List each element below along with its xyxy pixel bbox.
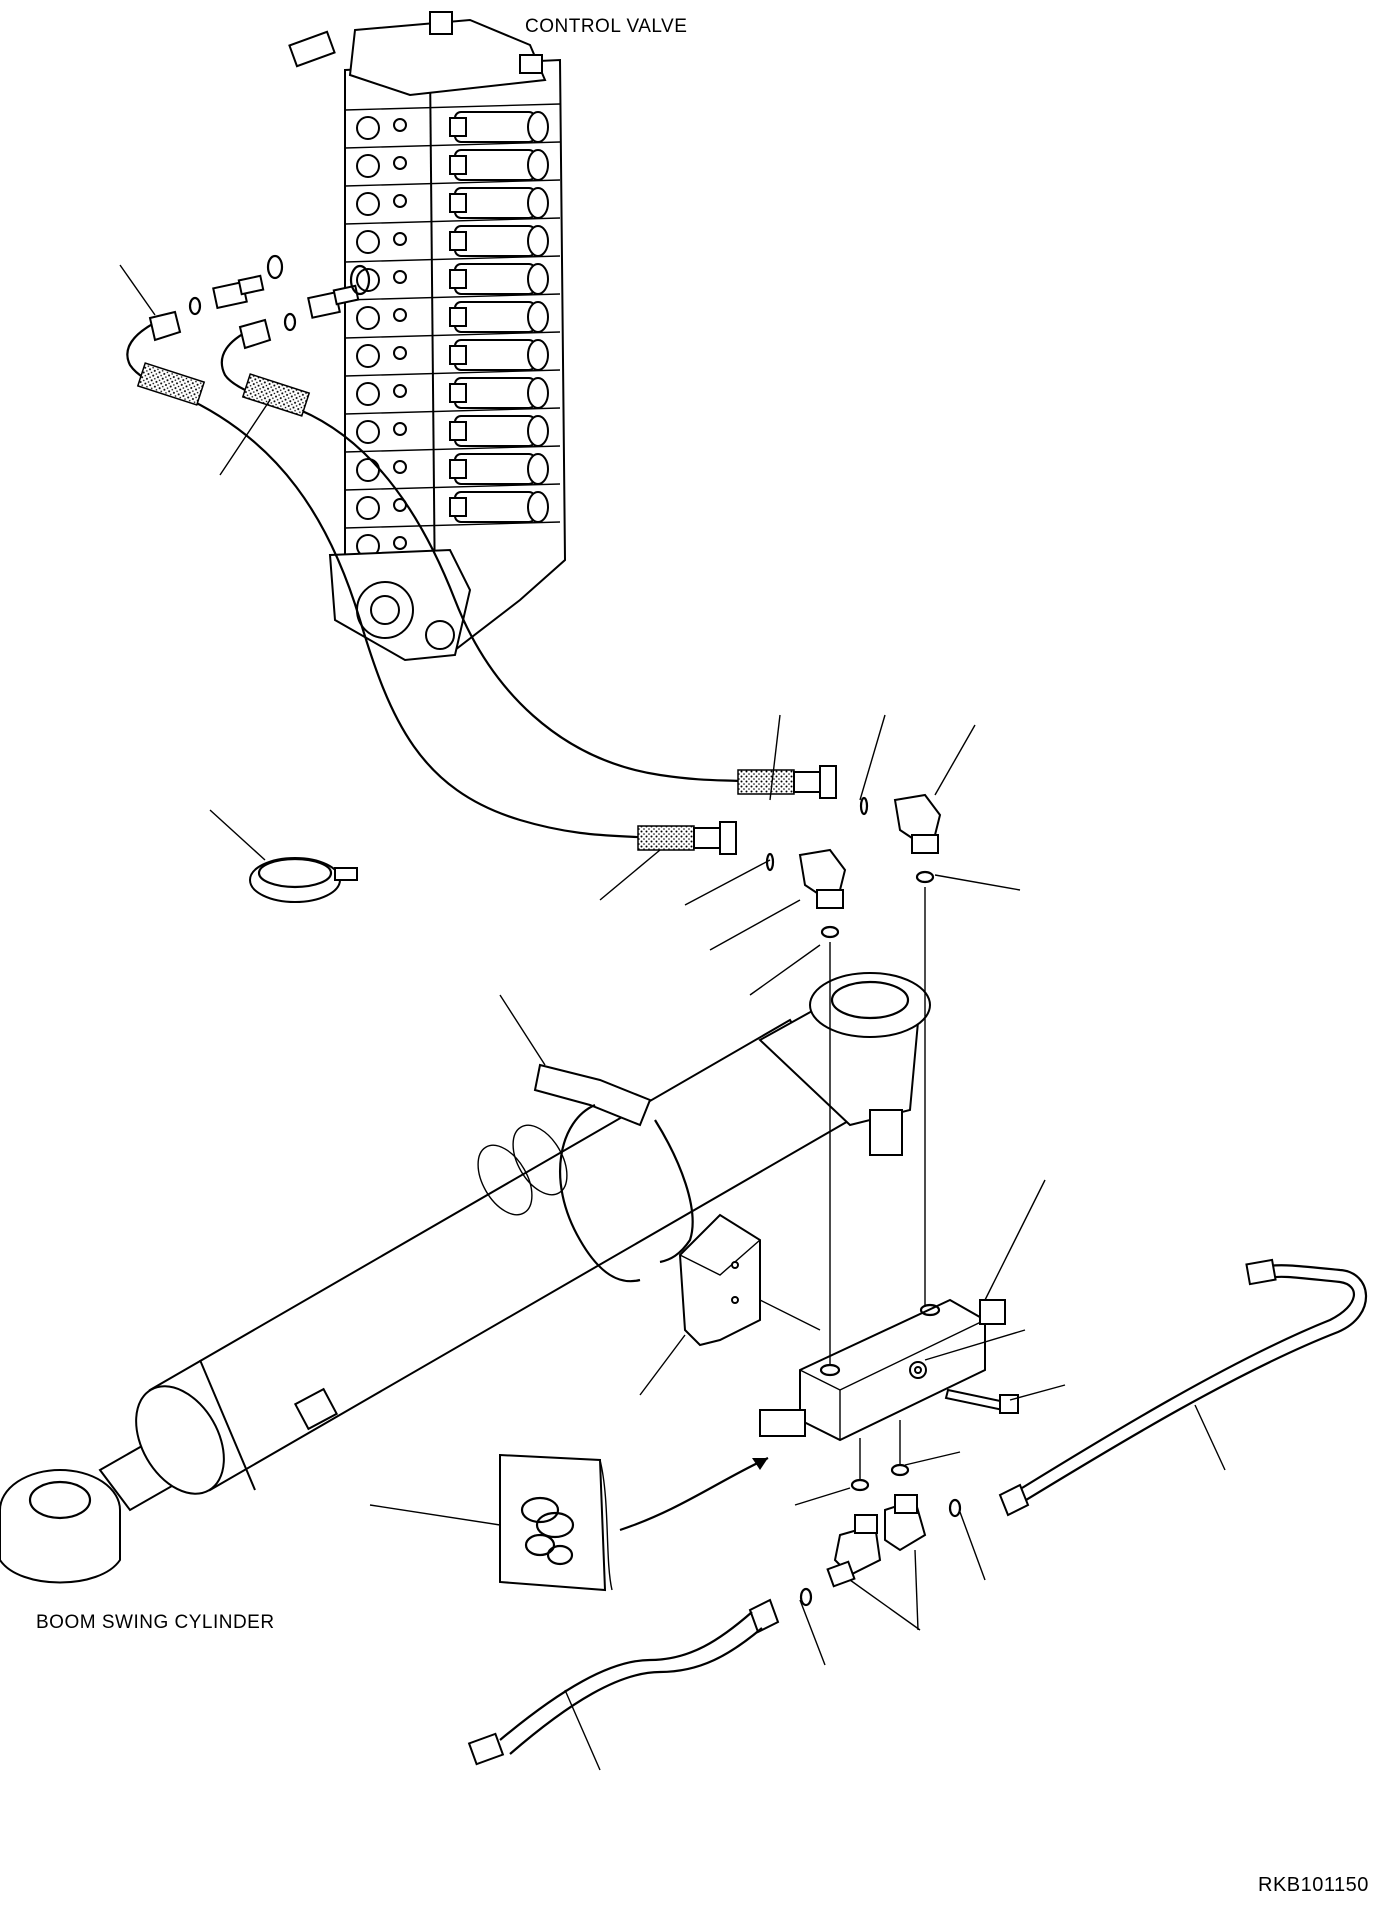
valve-section-line xyxy=(344,103,561,111)
valve-spool-end xyxy=(527,377,549,409)
valve-spool-nut xyxy=(449,345,467,365)
valve-spool-end xyxy=(527,263,549,295)
leader-lines xyxy=(119,264,1226,1771)
mounting-bracket xyxy=(678,1213,761,1347)
valve-spool-nut xyxy=(449,459,467,479)
control-valve xyxy=(288,11,567,662)
valve-spool-end xyxy=(527,453,549,485)
valve-spool-nut xyxy=(449,231,467,251)
valve-spool-end xyxy=(527,187,549,219)
valve-spool-end xyxy=(527,149,549,181)
control-valve-label: CONTROL VALVE xyxy=(525,16,688,37)
valve-fittings xyxy=(188,254,371,332)
valve-block xyxy=(759,1298,1019,1442)
valve-port-small xyxy=(393,346,407,360)
valve-port xyxy=(356,154,380,178)
valve-port-small xyxy=(393,422,407,436)
valve-port-small xyxy=(393,270,407,284)
valve-port xyxy=(356,192,380,216)
valve-port xyxy=(356,420,380,444)
valve-spool-end xyxy=(527,415,549,447)
valve-port-small xyxy=(393,536,407,550)
valve-spool-end xyxy=(527,339,549,371)
valve-spool-nut xyxy=(449,497,467,517)
boom-swing-cylinder xyxy=(0,972,931,1584)
valve-spool-end xyxy=(527,301,549,333)
hose-clamp xyxy=(249,857,358,903)
boom-swing-cylinder-label: BOOM SWING CYLINDER xyxy=(36,1612,275,1633)
drawing-code-label: RKB101150 xyxy=(1258,1874,1369,1896)
valve-spool-nut xyxy=(449,421,467,441)
valve-port-small xyxy=(393,460,407,474)
valve-spool-nut xyxy=(449,383,467,403)
valve-port xyxy=(356,306,380,330)
valve-spool-nut xyxy=(449,155,467,175)
valve-spool-end xyxy=(527,111,549,143)
seal-kit-bag xyxy=(499,1453,769,1592)
valve-spool-nut xyxy=(449,117,467,137)
valve-port-small xyxy=(393,308,407,322)
valve-port xyxy=(356,458,380,482)
elbow-fittings xyxy=(798,793,942,939)
valve-port xyxy=(356,344,380,368)
hose-assembly xyxy=(126,310,869,872)
valve-spool-nut xyxy=(449,269,467,289)
assembly-lines xyxy=(759,887,926,1480)
valve-port xyxy=(356,230,380,254)
valve-port xyxy=(356,116,380,140)
band-clamp xyxy=(533,1063,694,1283)
valve-spool-end xyxy=(527,491,549,523)
valve-port-small xyxy=(393,118,407,132)
valve-port-small xyxy=(393,156,407,170)
valve-spool-end xyxy=(527,225,549,257)
valve-port xyxy=(356,496,380,520)
valve-port-small xyxy=(393,232,407,246)
lower-fittings xyxy=(799,1463,962,1607)
valve-spool-nut xyxy=(449,193,467,213)
valve-port-small xyxy=(393,194,407,208)
valve-port-small xyxy=(393,384,407,398)
valve-spool-nut xyxy=(449,307,467,327)
valve-port xyxy=(356,382,380,406)
steel-tubes xyxy=(467,1258,1368,1766)
